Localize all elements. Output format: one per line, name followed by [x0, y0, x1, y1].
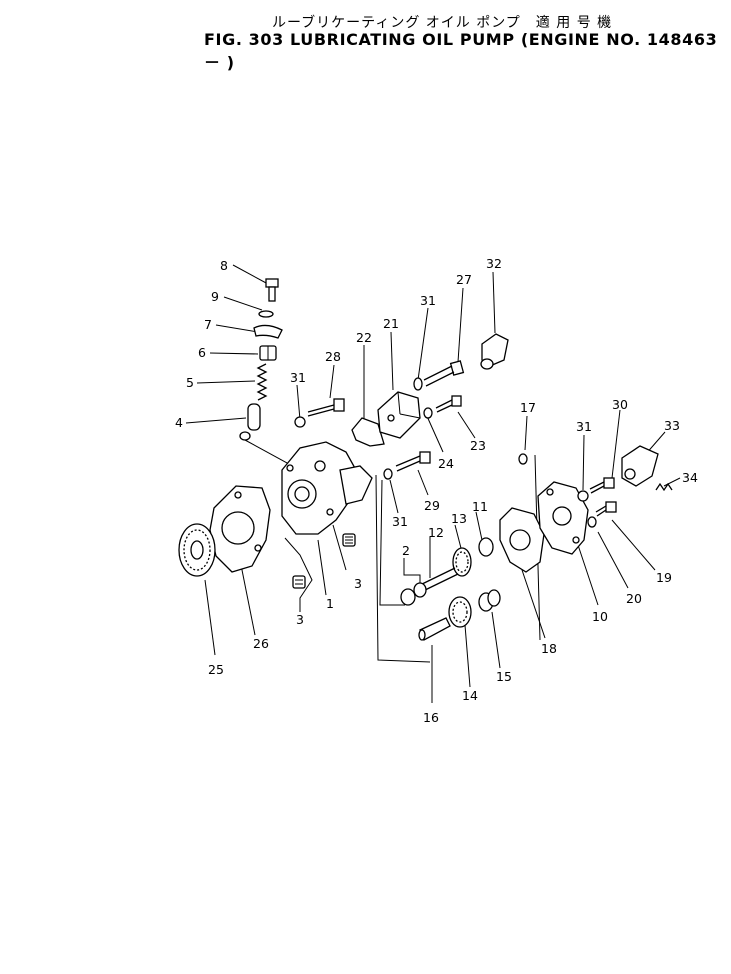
part-13-gear	[452, 547, 472, 577]
part-10-cover	[537, 481, 589, 555]
part-3-plug	[292, 575, 306, 589]
callout-20: 20	[626, 591, 642, 606]
part-28-bolt	[307, 398, 345, 417]
part-25-gear	[178, 523, 216, 577]
callout-9: 9	[211, 289, 219, 304]
part-22-gasket	[351, 417, 385, 447]
callout-24: 24	[438, 456, 454, 471]
part-21-cover	[377, 391, 421, 439]
callout-23: 23	[470, 438, 486, 453]
part-34-spring	[655, 482, 673, 492]
part-31-o-ring	[294, 416, 306, 428]
callout-29: 29	[424, 498, 440, 513]
callout-26: 26	[253, 636, 269, 651]
part-14-gear	[448, 596, 472, 628]
callout-13: 13	[451, 511, 467, 526]
callout-27: 27	[456, 272, 472, 287]
callout-3: 3	[354, 576, 362, 591]
part-2-bushing	[400, 582, 427, 606]
callout-33: 33	[664, 418, 680, 433]
part-31-o-ring	[577, 490, 589, 502]
part-32-fitting	[480, 333, 509, 370]
callout-22: 22	[356, 330, 372, 345]
part-31-o-ring	[413, 377, 423, 391]
part-1-pump-body	[281, 441, 373, 535]
callout-5: 5	[186, 375, 194, 390]
callout-11: 11	[472, 499, 488, 514]
part-12-shaft	[417, 567, 459, 593]
part-30-bolt	[589, 477, 615, 494]
callout-6: 6	[198, 345, 206, 360]
callout-32: 32	[486, 256, 502, 271]
callout-25: 25	[208, 662, 224, 677]
callout-21: 21	[383, 316, 399, 331]
callout-4: 4	[175, 415, 183, 430]
callout-31: 31	[576, 419, 592, 434]
callout-7: 7	[204, 317, 212, 332]
part-27-bolt	[423, 360, 465, 387]
callout-30: 30	[612, 397, 628, 412]
callout-18: 18	[541, 641, 557, 656]
part-20-washer	[587, 516, 597, 528]
callout-15: 15	[496, 669, 512, 684]
part-29-bolt	[395, 451, 431, 472]
part-23-bolt	[435, 395, 462, 413]
part-6-nut	[259, 345, 277, 361]
callout-19: 19	[656, 570, 672, 585]
callout-8: 8	[220, 258, 228, 273]
part-8-bolt	[265, 278, 279, 302]
part-33-valve	[621, 445, 659, 487]
callout-28: 28	[325, 349, 341, 364]
callout-12: 12	[428, 525, 444, 540]
part-11-bushing	[478, 537, 494, 557]
part-3-plug	[342, 533, 356, 547]
part-19-bolt	[595, 501, 617, 517]
figure-title: FIG. 303 LUBRICATING OIL PUMP (ENGINE NO…	[204, 30, 718, 72]
callout-16: 16	[423, 710, 439, 725]
part-5-spring	[256, 363, 268, 401]
part-15-bushing	[478, 589, 501, 612]
callout-1: 1	[326, 596, 334, 611]
part-9-washer	[258, 310, 274, 318]
callout-31: 31	[392, 514, 408, 529]
part-16-shaft	[418, 617, 451, 641]
part-7-lock-plate	[253, 324, 283, 339]
callout-labels: 8 9 7 6 5 4 31 28 22 21 31 27 32 17 31 3…	[175, 256, 698, 725]
callout-17: 17	[520, 400, 536, 415]
title-japanese: ルーブリケーティング オイル ポンプ 適 用 号 機	[272, 15, 613, 31]
callout-2: 2	[402, 543, 410, 558]
callout-3: 3	[296, 612, 304, 627]
callout-34: 34	[682, 470, 698, 485]
part-31-o-ring	[383, 468, 393, 480]
callout-31: 31	[290, 370, 306, 385]
parts-artwork	[178, 278, 673, 641]
callout-31: 31	[420, 293, 436, 308]
part-24-washer	[423, 407, 433, 419]
callout-14: 14	[462, 688, 478, 703]
part-4-valve	[239, 403, 261, 441]
part-17-pin	[518, 453, 528, 465]
callout-10: 10	[592, 609, 608, 624]
